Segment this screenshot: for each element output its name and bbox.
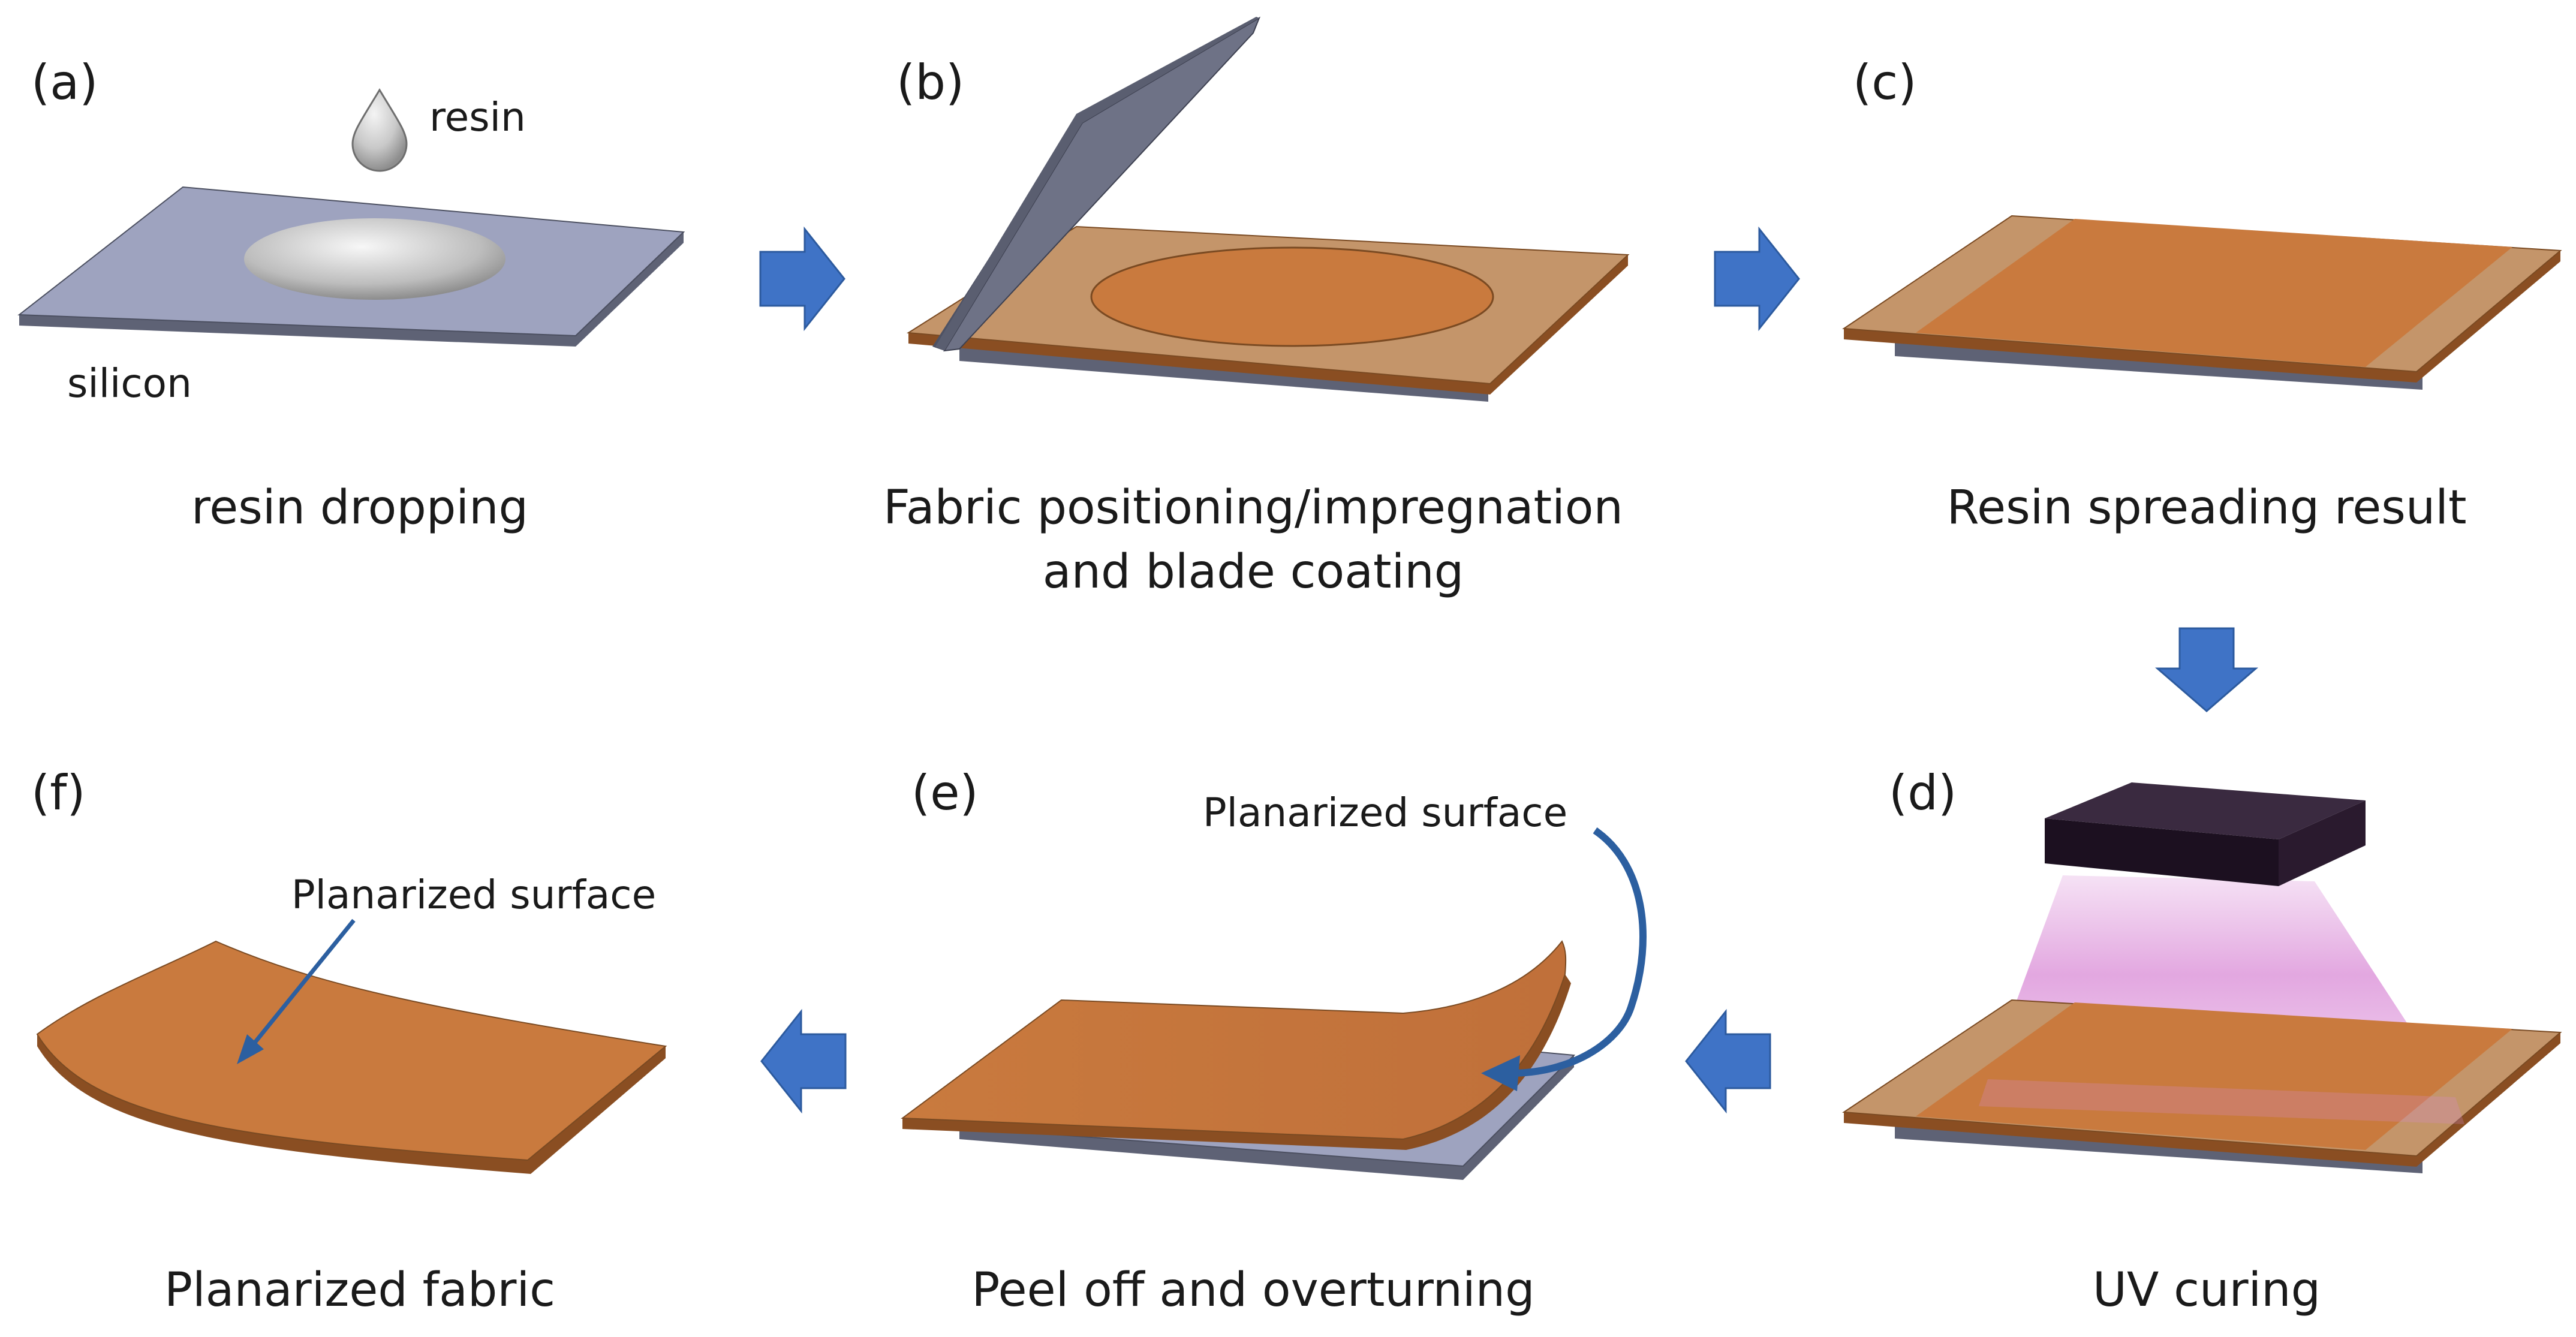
fabric-side-c bbox=[1844, 251, 2560, 383]
resin-pool-b bbox=[1090, 246, 1494, 347]
overturn-arrowhead bbox=[1481, 1055, 1520, 1091]
flow-arrow-e-to-f bbox=[760, 1008, 847, 1114]
planarized-surface-label-e: Planarized surface bbox=[1203, 790, 1567, 836]
caption-b-line2: and blade coating bbox=[1043, 545, 1464, 599]
panel-c: (c) Resin spreading result bbox=[1842, 55, 2562, 535]
overturn-curve-arrow bbox=[1510, 827, 1647, 1077]
fabric-side-d bbox=[1844, 1032, 2560, 1167]
panel-f: (f) Planarized surface Planarized fabric bbox=[31, 765, 667, 1317]
planarized-fabric bbox=[36, 940, 667, 1161]
panel-e-label: (e) bbox=[911, 765, 979, 821]
resin-dome bbox=[244, 218, 505, 300]
silicon-label: silicon bbox=[67, 360, 192, 406]
panel-c-label: (c) bbox=[1853, 55, 1916, 110]
caption-f: Planarized fabric bbox=[164, 1263, 555, 1317]
resin-layer-c bbox=[1916, 219, 2512, 367]
caption-a: resin dropping bbox=[191, 481, 528, 535]
resin-label: resin bbox=[429, 94, 526, 140]
fabric-side-b bbox=[908, 255, 1628, 395]
uv-light-overlay bbox=[1979, 1079, 2464, 1124]
panel-b-label: (b) bbox=[896, 55, 964, 110]
panel-a: (a) resin silicon resin dropping bbox=[17, 55, 685, 535]
flow-arrow-c-to-d bbox=[2154, 627, 2259, 712]
silicon-wafer-e-side bbox=[959, 1055, 1574, 1180]
uv-lamp-front bbox=[2279, 800, 2366, 886]
planarized-surface-pointer-head bbox=[237, 1034, 264, 1064]
panel-e: (e) Planarized surface Peel off and over… bbox=[901, 765, 1647, 1317]
silicon-wafer-b bbox=[959, 347, 1488, 402]
panel-a-label: (a) bbox=[31, 55, 98, 110]
resin-layer-d bbox=[1916, 1002, 2512, 1150]
planarized-fabric-edge bbox=[37, 1034, 666, 1174]
planarized-surface-pointer bbox=[250, 919, 356, 1048]
caption-b-line1: Fabric positioning/impregnation bbox=[883, 481, 1623, 535]
panel-f-label: (f) bbox=[31, 765, 86, 821]
flow-arrow-d-to-e bbox=[1685, 1008, 1771, 1114]
uv-lamp-top bbox=[2045, 782, 2366, 839]
uv-lamp-side bbox=[2045, 818, 2279, 886]
caption-e: Peel off and overturning bbox=[971, 1263, 1534, 1317]
panel-d-label: (d) bbox=[1889, 765, 1957, 821]
panel-b: (b) Fabric positioning/impregnation and … bbox=[883, 16, 1630, 599]
peeled-fabric-e bbox=[901, 940, 1567, 1140]
flow-arrow-a-to-b bbox=[759, 226, 845, 332]
panel-d: (d) UV curing bbox=[1842, 765, 2562, 1317]
silicon-wafer-c bbox=[1895, 342, 2422, 390]
caption-d: UV curing bbox=[2093, 1263, 2321, 1317]
flow-arrow-b-to-c bbox=[1714, 226, 1800, 332]
planarized-surface-label-f: Planarized surface bbox=[291, 872, 656, 918]
resin-drop-icon bbox=[351, 88, 408, 172]
caption-c: Resin spreading result bbox=[1946, 481, 2466, 535]
